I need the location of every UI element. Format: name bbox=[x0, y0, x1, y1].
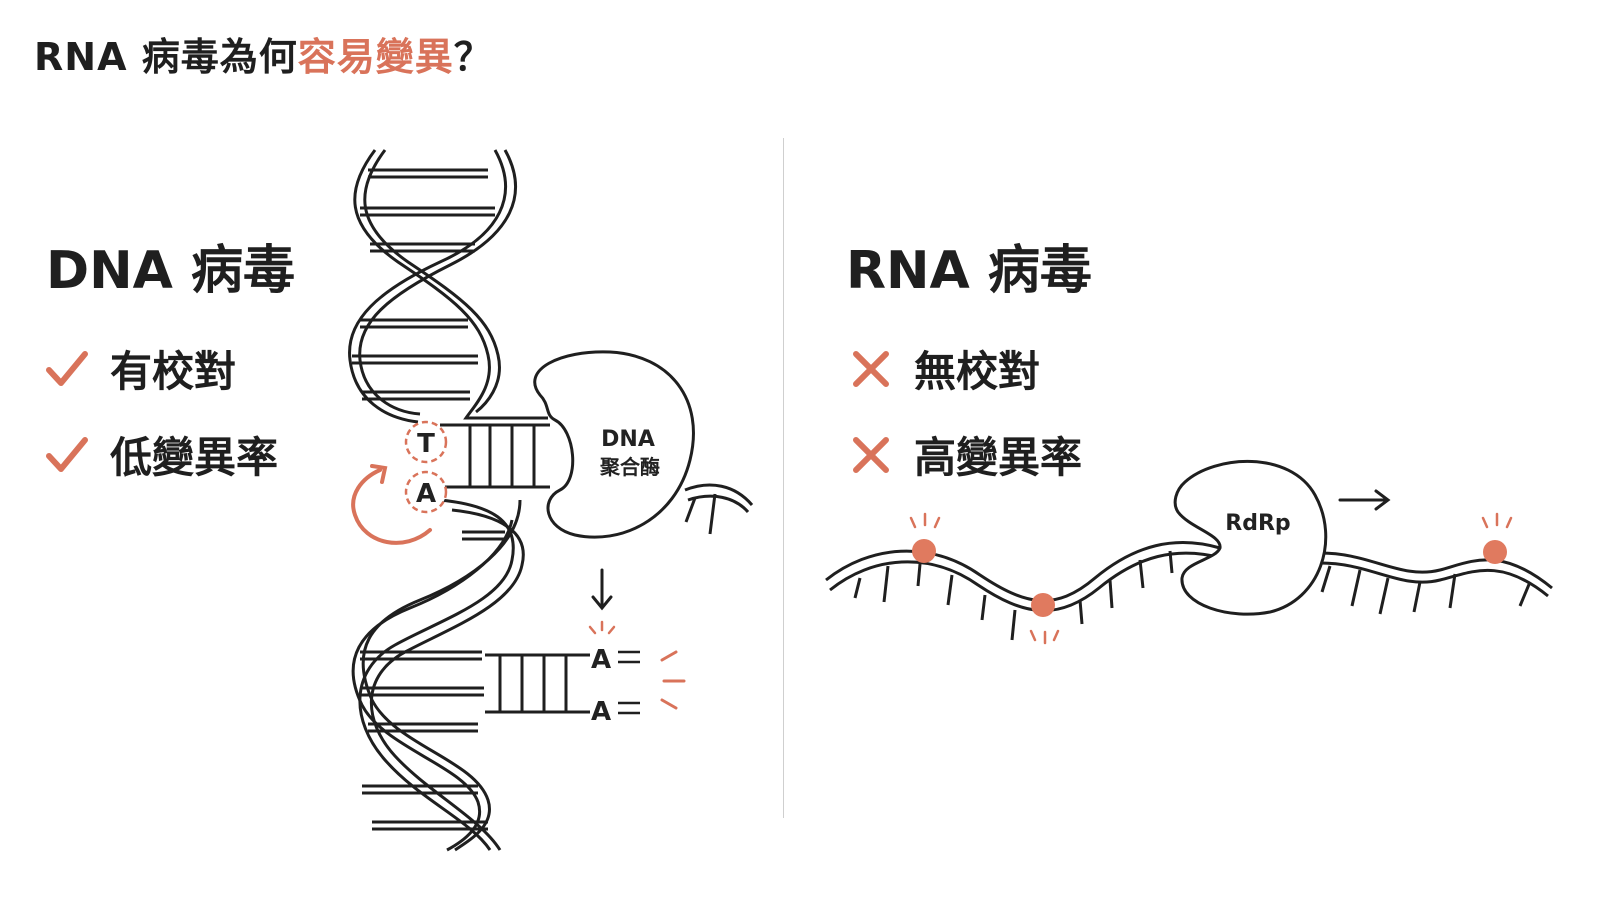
dna-double-helix bbox=[348, 149, 590, 852]
title-highlight: 容易變異 bbox=[297, 35, 454, 79]
down-arrow-icon bbox=[591, 568, 613, 611]
dna-item-label: 低變異率 bbox=[110, 433, 279, 482]
result-bases: A A bbox=[588, 620, 686, 727]
rna-bases bbox=[853, 550, 1532, 641]
mutation-dot bbox=[912, 539, 936, 563]
dna-item-label: 有校對 bbox=[110, 347, 237, 396]
check-icon bbox=[46, 350, 88, 386]
template-strand-exit bbox=[684, 483, 754, 535]
cross-icon bbox=[853, 436, 889, 473]
dna-polymerase: DNA 聚合酶 bbox=[533, 350, 695, 539]
mutation-dot bbox=[1031, 593, 1055, 617]
rna-item-no-proofreading: 無校對 bbox=[850, 338, 1040, 399]
rna-mutation-sites bbox=[909, 512, 1513, 645]
result-bonds bbox=[618, 650, 640, 715]
result-base-spark-icon bbox=[588, 620, 616, 635]
dna-item-proofreading: 有校對 bbox=[46, 338, 236, 399]
check-icon bbox=[46, 436, 88, 472]
rna-item-label: 無校對 bbox=[914, 347, 1041, 396]
mutation-spark-icon bbox=[1029, 629, 1060, 645]
page-title: RNA 病毒為何容易變異？ bbox=[34, 26, 493, 81]
helix-rungs-upper bbox=[352, 168, 495, 401]
rna-item-label: 高變異率 bbox=[914, 433, 1083, 482]
rna-virus-heading: RNA 病毒 bbox=[846, 241, 1092, 301]
rdrp-enzyme: RdRp bbox=[1173, 459, 1328, 616]
rna-item-high-mutation: 高變異率 bbox=[850, 424, 1082, 485]
polymerase-label-line1: DNA bbox=[601, 427, 655, 452]
title-prefix: RNA 病毒為何 bbox=[34, 35, 298, 79]
rna-strand bbox=[825, 541, 1553, 641]
mutation-spark-icon bbox=[909, 512, 941, 529]
polymerase-label-line2: 聚合酶 bbox=[599, 455, 660, 479]
helix-rungs-lower bbox=[360, 530, 505, 831]
title-suffix: ？ bbox=[453, 35, 493, 79]
base-t-label: T bbox=[417, 429, 435, 459]
panel-divider bbox=[783, 138, 784, 818]
result-base-1-label: A bbox=[591, 645, 611, 675]
result-base-2-label: A bbox=[591, 697, 611, 727]
mutation-dot bbox=[1483, 540, 1507, 564]
base-a-label: A bbox=[416, 479, 436, 509]
direction-arrow-icon bbox=[1338, 489, 1391, 511]
proofread-base-pair: T A bbox=[404, 420, 448, 514]
correction-arrow-icon bbox=[351, 464, 432, 545]
mutation-spark-icon bbox=[1481, 512, 1513, 529]
dna-item-low-mutation: 低變異率 bbox=[46, 424, 278, 485]
rdrp-label: RdRp bbox=[1225, 511, 1290, 536]
dna-virus-heading: DNA 病毒 bbox=[46, 241, 296, 301]
base-a-circle bbox=[404, 470, 448, 514]
cross-icon bbox=[853, 350, 889, 387]
base-t-circle bbox=[404, 420, 448, 464]
alert-rays-icon bbox=[660, 650, 686, 710]
